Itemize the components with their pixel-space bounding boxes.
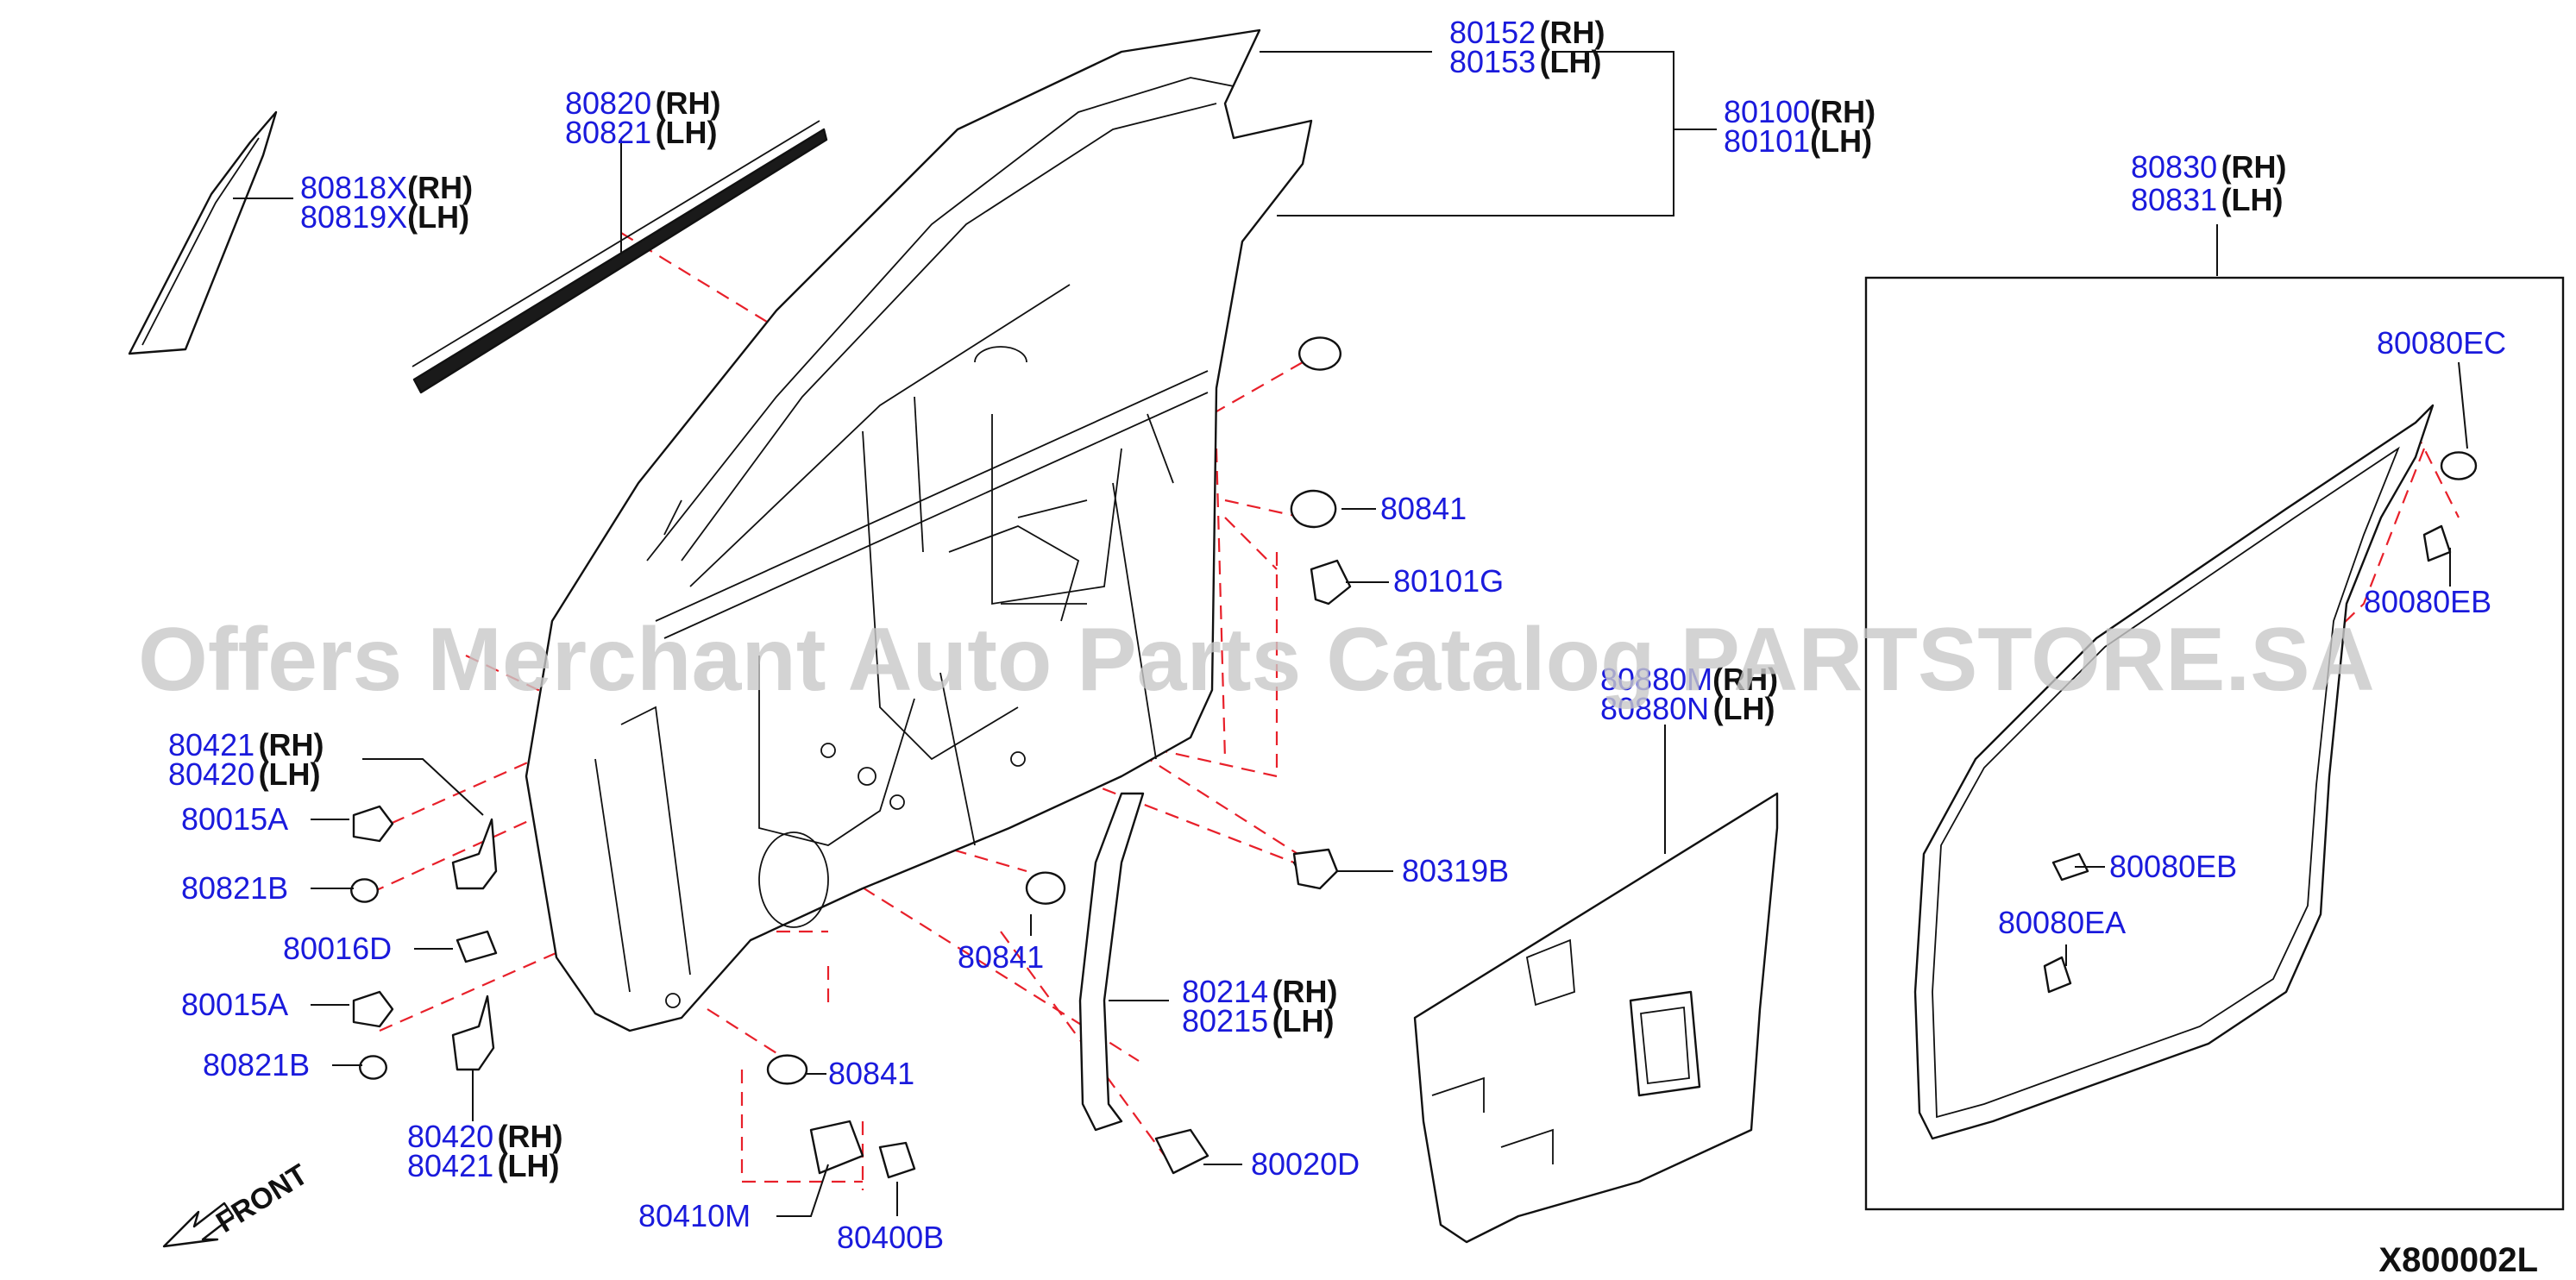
window-channel-part bbox=[1078, 792, 1209, 1175]
callout-80080ea: 80080EA bbox=[1998, 905, 2126, 940]
callout-80880m: 80880M(RH) bbox=[1600, 662, 1778, 697]
callout-80841-lower: 80841 bbox=[828, 1056, 914, 1091]
callout-80820: 80820 (RH) bbox=[565, 85, 721, 121]
front-arrow: FRONT bbox=[162, 1158, 314, 1248]
callout-80420-rh: 80420 (RH) bbox=[407, 1119, 563, 1154]
leader-lines bbox=[233, 51, 2468, 1217]
callout-80016d: 80016D bbox=[283, 931, 392, 966]
callout-80215: 80215 (LH) bbox=[1182, 1003, 1335, 1038]
hinge-parts bbox=[350, 805, 916, 1179]
callout-80818x: 80818X(RH) bbox=[300, 170, 473, 205]
callout-80830: 80830 (RH) bbox=[2131, 149, 2287, 185]
callout-80410m: 80410M bbox=[638, 1198, 751, 1233]
sash-trim-part bbox=[128, 110, 278, 355]
callout-80421-rh: 80421 (RH) bbox=[168, 727, 324, 762]
clip-part bbox=[1292, 848, 1339, 890]
callout-80153: 80153 (LH) bbox=[1449, 44, 1602, 79]
callout-80421-lh: 80421 (LH) bbox=[407, 1148, 560, 1183]
callout-80080ec: 80080EC bbox=[2377, 325, 2506, 361]
front-label: FRONT bbox=[210, 1158, 314, 1239]
callout-80100: 80100(RH) bbox=[1724, 94, 1875, 129]
door-moulding-part bbox=[412, 120, 828, 394]
callout-80080eb-upper: 80080EB bbox=[2364, 584, 2491, 619]
callout-80819x: 80819X(LH) bbox=[300, 199, 469, 235]
callout-80020d: 80020D bbox=[1251, 1146, 1360, 1182]
callout-80420-lh: 80420 (LH) bbox=[168, 756, 321, 792]
callout-80101: 80101(LH) bbox=[1724, 123, 1872, 159]
callout-80821: 80821 (LH) bbox=[565, 115, 718, 150]
callout-80841-middle: 80841 bbox=[958, 939, 1044, 975]
callout-80152: 80152 (RH) bbox=[1449, 15, 1605, 50]
callout-80831: 80831 (LH) bbox=[2131, 182, 2284, 217]
callout-80015a-lower: 80015A bbox=[181, 987, 288, 1022]
sealing-screen-part bbox=[1413, 792, 1779, 1244]
callout-80080eb-lower: 80080EB bbox=[2109, 849, 2237, 884]
figure-id: X800002L bbox=[2378, 1241, 2538, 1279]
front-door-panel-part bbox=[525, 28, 1313, 1032]
callout-80880n: 80880N (LH) bbox=[1600, 691, 1775, 726]
callout-80821b-lower: 80821B bbox=[203, 1047, 310, 1082]
weatherstrip-inset bbox=[1864, 276, 2565, 1211]
watermark-text: Offers Merchant Auto Parts Catalog PARTS… bbox=[138, 610, 2375, 710]
callout-80101g: 80101G bbox=[1393, 563, 1504, 599]
callout-80015a-upper: 80015A bbox=[181, 801, 288, 837]
callout-80214: 80214 (RH) bbox=[1182, 974, 1338, 1009]
callout-80841-upper: 80841 bbox=[1380, 491, 1467, 526]
callout-80319b: 80319B bbox=[1402, 853, 1509, 888]
callout-80821b-upper: 80821B bbox=[181, 870, 288, 906]
callout-labels: 80152 (RH) 80153 (LH) 80100(RH) 80101(LH… bbox=[168, 15, 2506, 1255]
callout-80400b: 80400B bbox=[837, 1220, 944, 1255]
